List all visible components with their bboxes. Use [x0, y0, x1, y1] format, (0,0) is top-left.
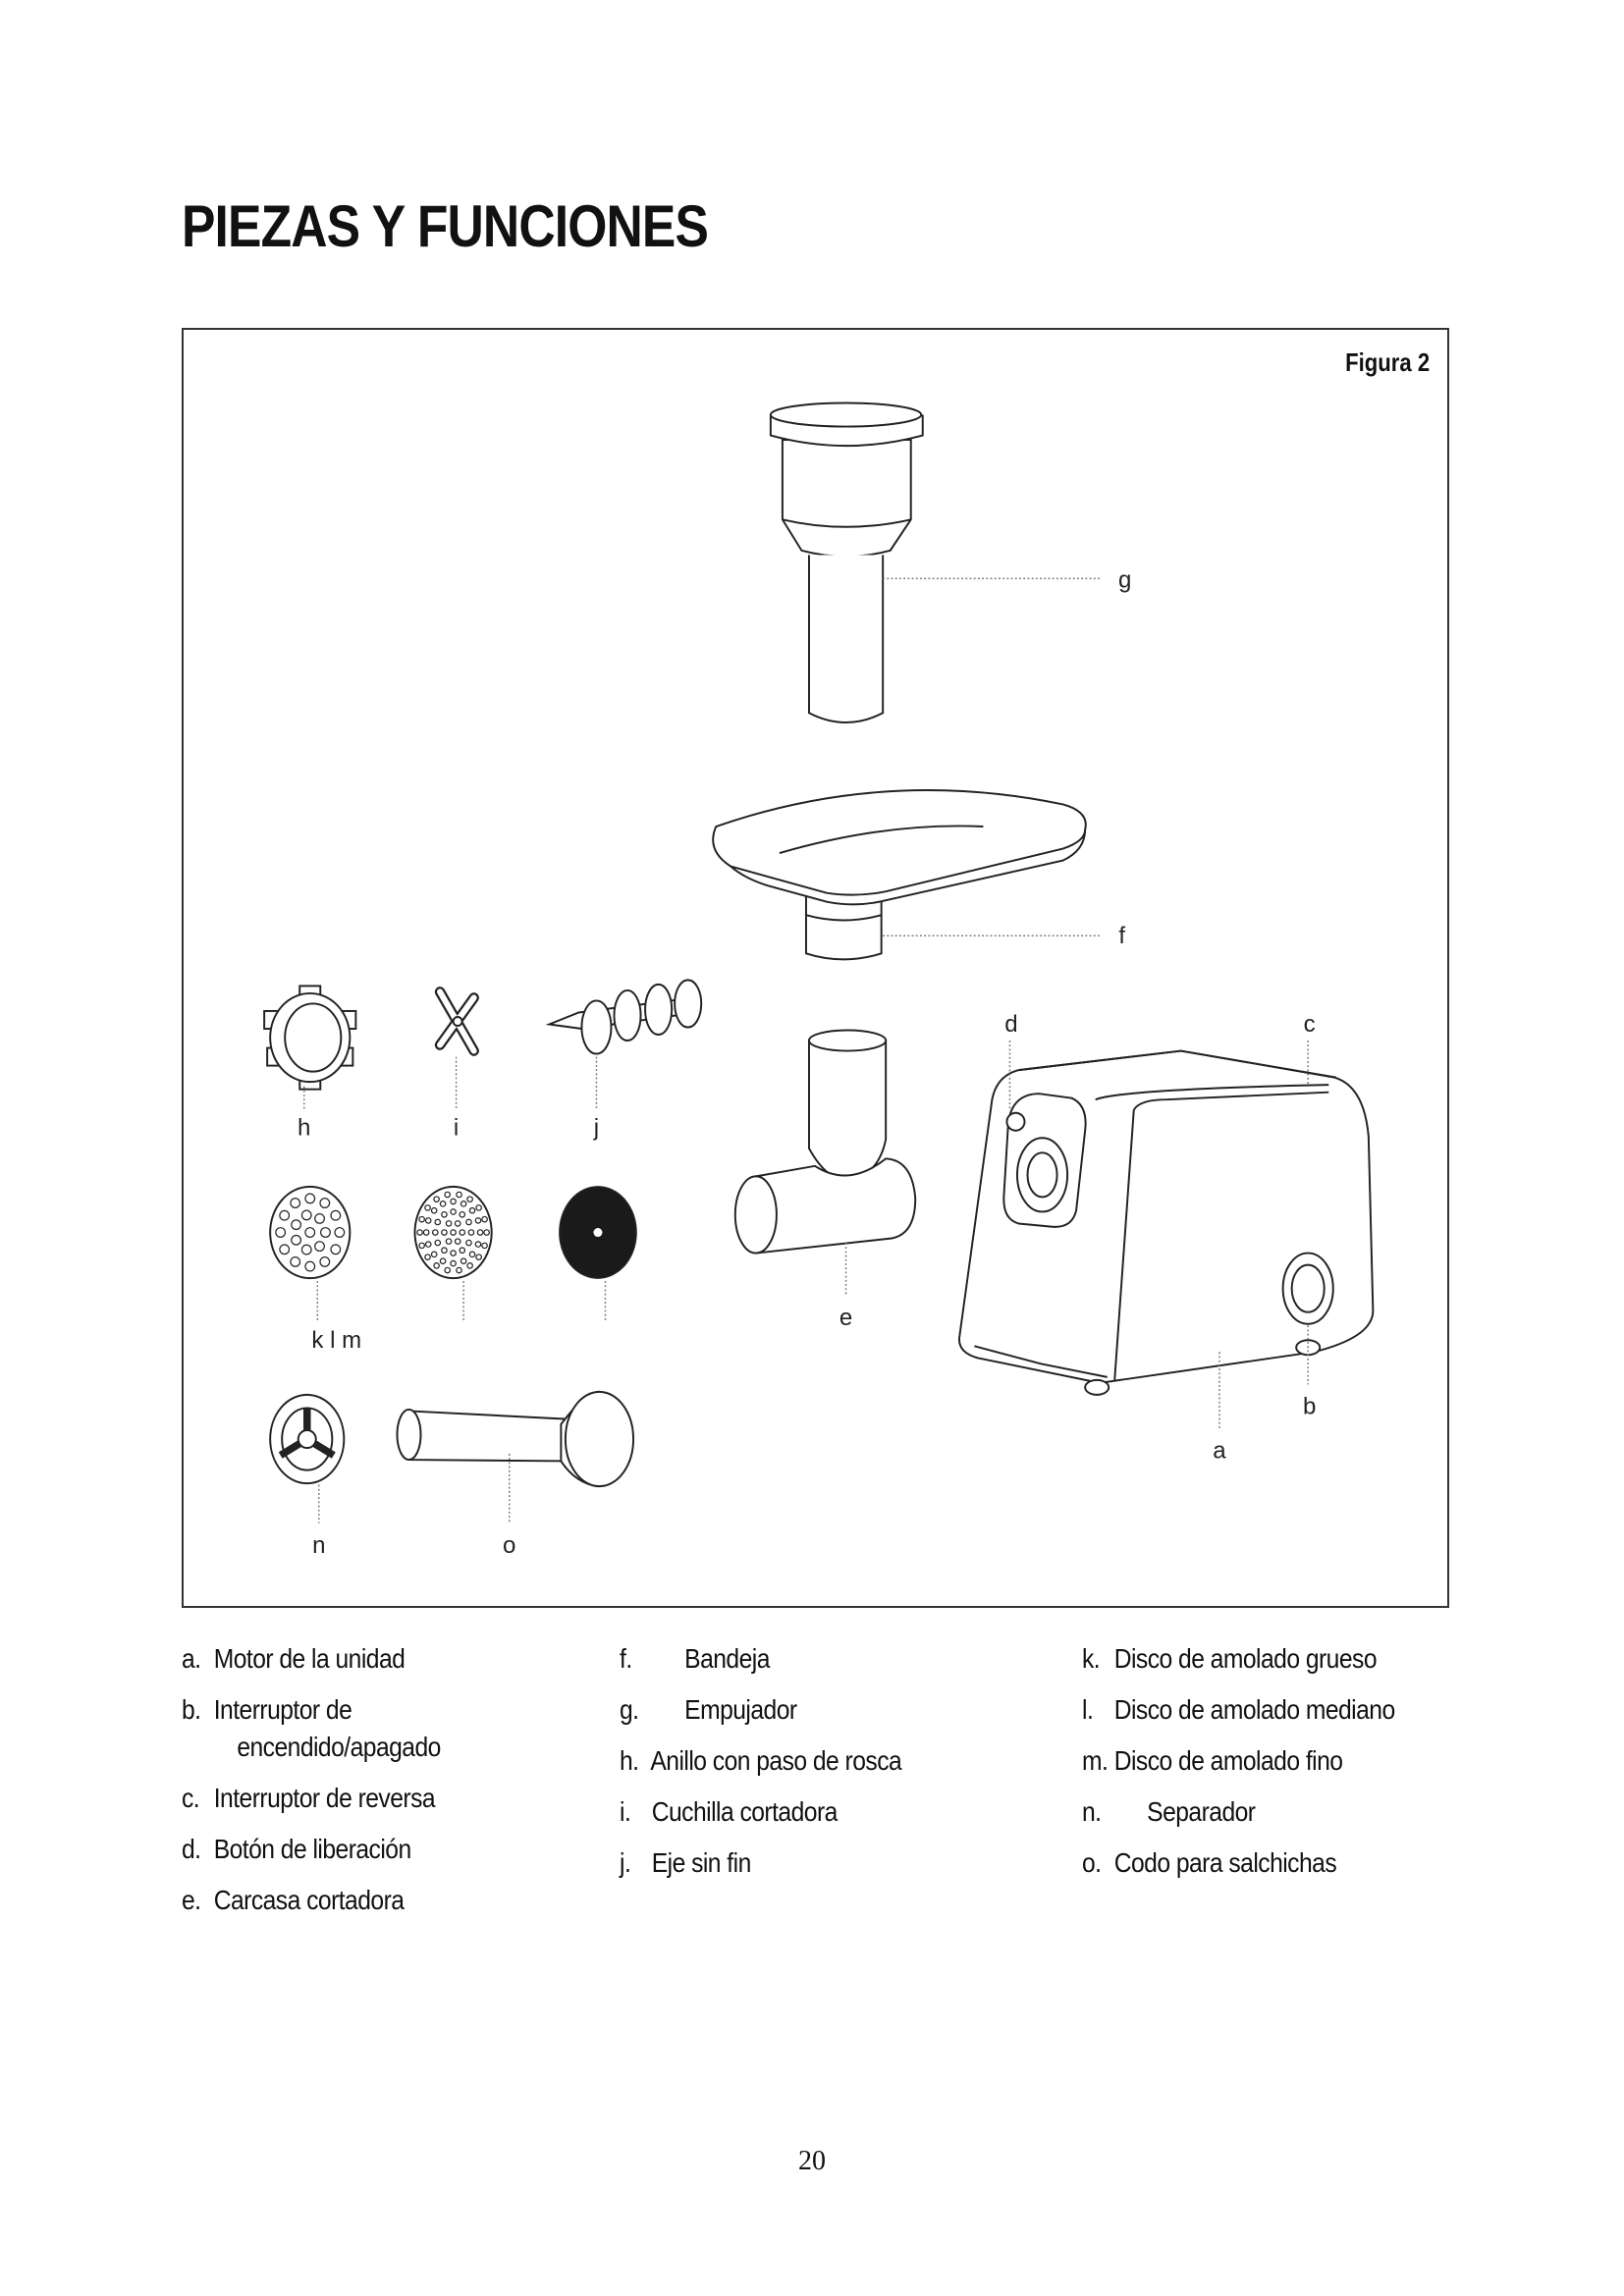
legend-item-c: c. Interruptor de reversa [182, 1773, 441, 1824]
legend-item-o: o. Codo para salchichas [1082, 1838, 1395, 1889]
legend-text: Motor de la unidad [213, 1643, 406, 1674]
legend-text: Carcasa cortadora [213, 1885, 405, 1915]
page-title: PIEZAS Y FUNCIONES [182, 193, 709, 259]
legend-letter: k. [1082, 1643, 1101, 1674]
legend-text: Disco de amolado fino [1113, 1745, 1343, 1776]
legend-text: Disco de amolado grueso [1113, 1643, 1378, 1674]
legend-column-1: a. Motor de la unidad b. Interruptor de … [182, 1633, 476, 1926]
legend-text: Eje sin fin [651, 1847, 752, 1878]
legend-letter: j. [620, 1847, 631, 1878]
legend-text: Cuchilla cortadora [651, 1796, 839, 1827]
legend-letter: l. [1082, 1694, 1094, 1725]
legend-text: Empujador [684, 1694, 797, 1725]
legend-item-n: n. Separador [1082, 1787, 1395, 1838]
legend-letter: e. [182, 1885, 201, 1915]
legend-text: Codo para salchichas [1113, 1847, 1337, 1878]
legend-letter: f. [620, 1643, 632, 1674]
legend-letter: o. [1082, 1847, 1102, 1878]
legend-item-k: k. Disco de amolado grueso [1082, 1633, 1395, 1684]
legend-letter: c. [182, 1783, 200, 1813]
legend-item-m: m. Disco de amolado fino [1082, 1735, 1395, 1787]
legend-item-a: a. Motor de la unidad [182, 1633, 441, 1684]
legend-text: Bandeja [684, 1643, 770, 1674]
legend-letter: h. [620, 1745, 639, 1776]
legend-item-j: j. Eje sin fin [620, 1838, 901, 1889]
legend-column-2: f. Bandeja g. Empujador h. Anillo con pa… [620, 1633, 940, 1889]
legend-text: Botón de liberación [213, 1834, 411, 1864]
legend-letter: n. [1082, 1796, 1102, 1827]
page-number: 20 [798, 2146, 826, 2176]
legend-text: Interruptor de reversa [213, 1783, 436, 1813]
legend-text: Disco de amolado mediano [1113, 1694, 1395, 1725]
legend-letter: a. [182, 1643, 201, 1674]
legend-item-b-continuation: encendido/apagado [237, 1732, 441, 1762]
legend-item-g: g. Empujador [620, 1684, 901, 1735]
legend-item-b: b. Interruptor de [182, 1684, 441, 1735]
legend-item-l: l. Disco de amolado mediano [1082, 1684, 1395, 1735]
legend-text: Interruptor de [213, 1694, 352, 1725]
legend-item-f: f. Bandeja [620, 1633, 901, 1684]
legend-column-3: k. Disco de amolado grueso l. Disco de a… [1082, 1633, 1437, 1889]
legend-text: Anillo con paso de rosca [650, 1745, 902, 1776]
legend-letter: m. [1082, 1745, 1109, 1776]
figure-frame: Figura 2 [182, 328, 1449, 1608]
legend-item-e: e. Carcasa cortadora [182, 1875, 441, 1926]
legend-item-i: i. Cuchilla cortadora [620, 1787, 901, 1838]
figure-caption: Figura 2 [1345, 347, 1430, 377]
legend-item-h: h. Anillo con paso de rosca [620, 1735, 902, 1787]
legend-letter: d. [182, 1834, 201, 1864]
legend-letter: b. [182, 1694, 201, 1725]
legend-text: Separador [1147, 1796, 1256, 1827]
legend-item-d: d. Botón de liberación [182, 1824, 441, 1875]
legend-letter: i. [620, 1796, 631, 1827]
legend-letter: g. [620, 1694, 639, 1725]
